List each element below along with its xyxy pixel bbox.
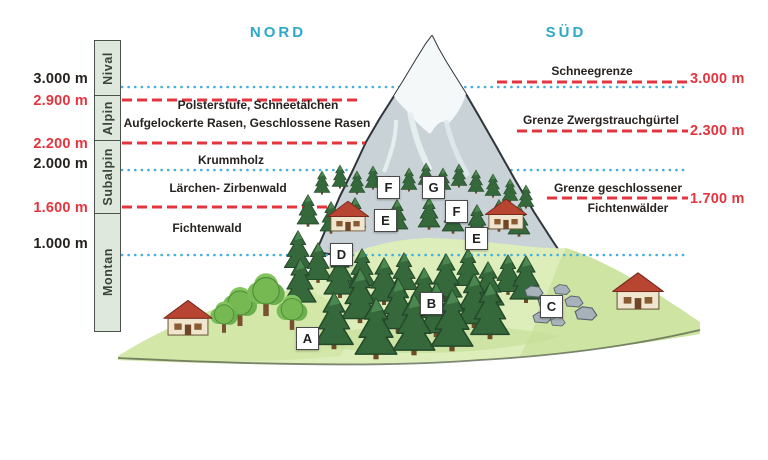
- left-altitude-2000: 2.000 m: [33, 156, 88, 172]
- zone-marker-e2: E: [465, 227, 488, 250]
- elevation-zone-bar: Nival Alpin Subalpin Montan: [94, 40, 121, 332]
- zone-marker-f2: F: [445, 200, 468, 223]
- label-schneegrenze: Schneegrenze: [551, 64, 633, 78]
- zone-marker-a: A: [296, 327, 319, 350]
- right-altitude-1700: 1.700 m: [690, 191, 745, 207]
- zone-marker-f1: F: [377, 176, 400, 199]
- label-grenze-geschlossener: Grenze geschlossener: [553, 181, 683, 195]
- zone-label-montan: Montan: [100, 247, 115, 297]
- meadow-outline: [117, 329, 701, 366]
- zone-marker-e1: E: [374, 209, 397, 232]
- zone-marker-c: C: [540, 295, 563, 318]
- right-altitude-3000: 3.000 m: [690, 71, 745, 87]
- left-altitude-2200: 2.200 m: [33, 136, 88, 152]
- direction-label-north: NORD: [249, 24, 307, 41]
- zone-alpin: Alpin: [95, 96, 120, 141]
- zone-label-nival: Nival: [100, 51, 115, 85]
- zone-label-subalpin: Subalpin: [100, 148, 115, 206]
- label-polsterstufe: Polsterstufe, Schneetälchen: [177, 98, 339, 112]
- label-rasen: Aufgelockerte Rasen, Geschlossene Rasen: [123, 116, 371, 130]
- label-zwergstrauchguertel: Grenze Zwergstrauchgürtel: [522, 113, 680, 127]
- zone-label-alpin: Alpin: [100, 100, 115, 136]
- label-fichtenwald: Fichtenwald: [172, 221, 242, 235]
- zone-montan: Montan: [95, 214, 120, 330]
- zone-subalpin: Subalpin: [95, 141, 120, 214]
- label-laerchen-zirbenwald: Lärchen- Zirbenwald: [169, 181, 287, 195]
- snow-cap: [394, 36, 466, 134]
- left-altitude-1600: 1.600 m: [33, 200, 88, 216]
- zone-marker-d: D: [330, 243, 353, 266]
- house-bottom-left: [163, 299, 213, 336]
- zone-nival: Nival: [95, 41, 120, 96]
- direction-label-south: SÜD: [545, 24, 587, 41]
- left-altitude-1000: 1.000 m: [33, 236, 88, 252]
- zone-marker-g: G: [422, 176, 445, 199]
- zone-marker-b: B: [420, 292, 443, 315]
- label-krummholz: Krummholz: [198, 153, 264, 167]
- label-fichtenwaelder: Fichtenwälder: [587, 201, 669, 215]
- right-altitude-2300: 2.300 m: [690, 123, 745, 139]
- left-altitude-3000: 3.000 m: [33, 71, 88, 87]
- left-altitude-2900: 2.900 m: [33, 93, 88, 109]
